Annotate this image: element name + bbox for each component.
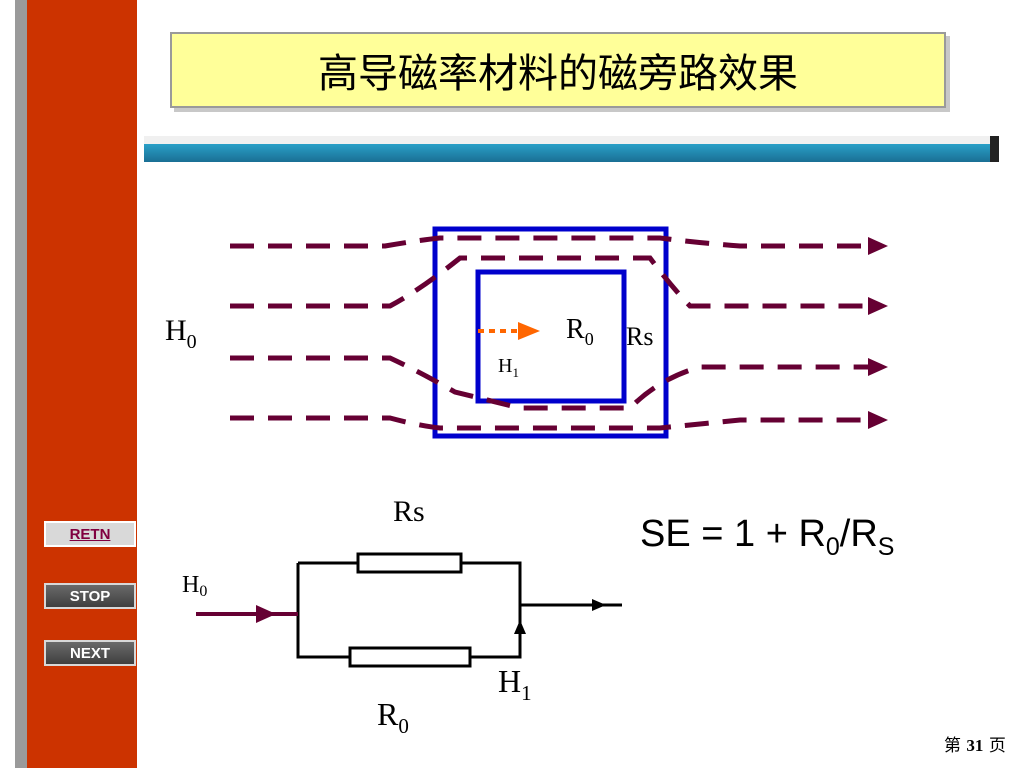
field-line-2 — [230, 255, 872, 309]
circuit-h1-label: H1 — [498, 663, 532, 705]
shield-inner-rect — [475, 269, 627, 404]
field-line-1 — [230, 235, 872, 249]
h1-inner-label: H1 — [498, 355, 519, 380]
slide-title: 高导磁率材料的磁旁路效果 — [170, 32, 946, 108]
next-label: NEXT — [69, 644, 110, 662]
circuit-h0-label: H0 — [182, 572, 207, 600]
circuit-loop — [296, 561, 522, 659]
shield-outer-rect — [432, 226, 669, 439]
r0-label: R0 — [566, 314, 594, 349]
stop-label: STOP — [69, 587, 111, 605]
resistor-rs — [356, 552, 463, 574]
circuit-output-arrowhead — [592, 599, 606, 611]
page-number-value: 31 — [966, 736, 984, 755]
field-line-3 — [230, 355, 872, 411]
circuit-branch-arrowhead — [514, 620, 526, 634]
arrowhead-3 — [868, 358, 888, 376]
shielding-formula: SE = 1 + R0/RS — [640, 513, 894, 561]
page-suffix: 页 — [988, 736, 1006, 756]
circuit-wires — [296, 561, 622, 659]
circuit-rs-label: Rs — [393, 495, 425, 528]
retn-label: RETN — [69, 525, 111, 543]
resistor-r0 — [348, 646, 472, 668]
retn-button[interactable]: RETN — [44, 521, 136, 547]
circuit-input-arrowhead — [256, 605, 276, 623]
next-button[interactable]: NEXT — [44, 640, 136, 666]
field-arrowheads — [868, 237, 888, 429]
field-lines — [230, 235, 872, 431]
title-underline-end — [990, 136, 999, 162]
title-underline-bar — [144, 136, 999, 162]
field-line-4 — [230, 415, 872, 431]
arrowhead-2 — [868, 297, 888, 315]
slide-title-text: 高导磁率材料的磁旁路效果 — [318, 51, 798, 97]
page-prefix: 第 — [944, 736, 961, 756]
arrowhead-1 — [868, 237, 888, 255]
stop-button[interactable]: STOP — [44, 583, 136, 609]
h0-label: H0 — [165, 314, 197, 353]
arrowhead-4 — [868, 411, 888, 429]
page-number: 第 31 页 — [944, 731, 1006, 756]
rs-label: Rs — [626, 322, 653, 351]
sidebar-shadow — [15, 0, 27, 768]
inner-field-arrowhead — [518, 322, 540, 340]
circuit-r0-label: R0 — [377, 696, 409, 738]
